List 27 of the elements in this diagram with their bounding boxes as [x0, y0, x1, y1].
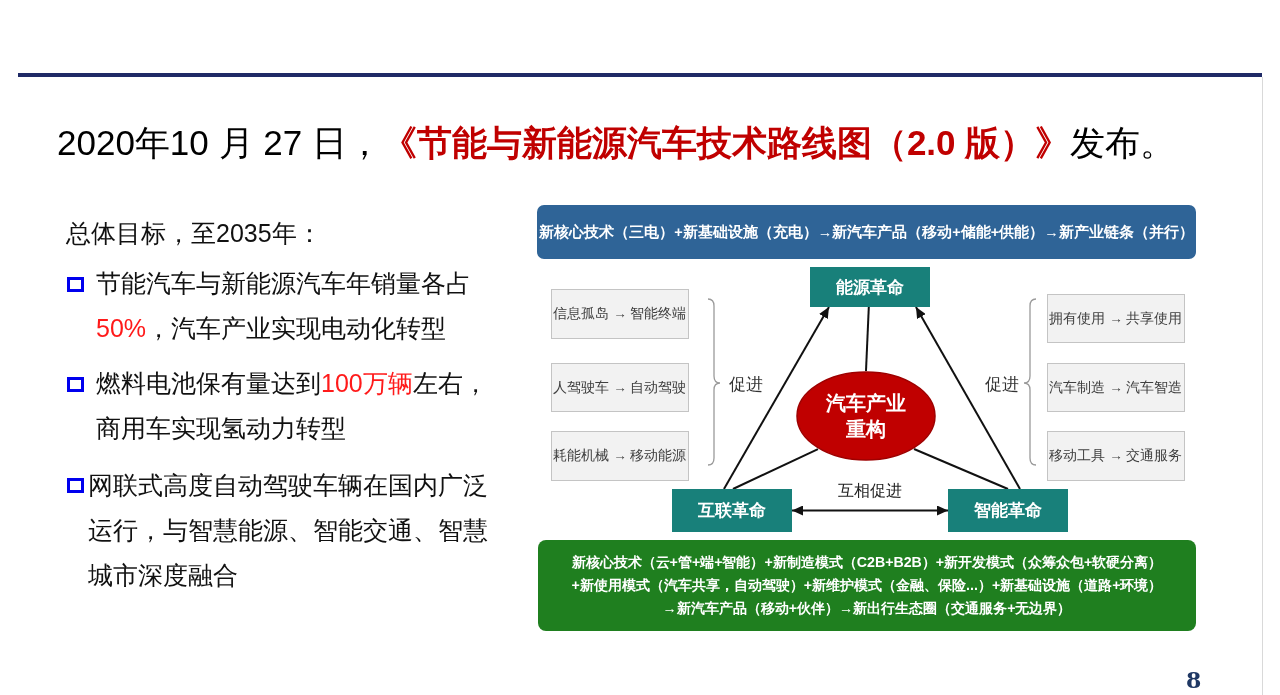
text-box: 信息孤岛 → 智能终端 — [551, 289, 689, 339]
arrow — [722, 306, 830, 490]
connector-line — [731, 448, 819, 490]
heading-text: 总体目标，至2035年： — [66, 218, 323, 249]
connector-line — [865, 306, 870, 372]
banner: 新核心技术（三电）+新基础设施（充电）→新汽车产品（移动+储能+供能）→新产业链条（并行） — [537, 205, 1196, 259]
banner: 新核心技术（云+管+端+智能）+新制造模式（C2B+B2B）+新开发模式（众筹众包+软硬分离）+新使用模式（汽车共享，自动驾驶）+新维护模式（金融、保险...）+新基础设施（道路+环境）→新汽车产品（移动+伙伴）→新出行生态圈（交通服务+无边界） — [538, 540, 1196, 631]
page-number: 8 — [1186, 667, 1202, 693]
text-box: 拥有使用 → 共享使用 — [1047, 294, 1185, 343]
arrow — [791, 505, 949, 516]
text-box: 人驾驶车 → 自动驾驶 — [551, 363, 689, 412]
ellipse: 汽车产业重构 — [796, 371, 936, 461]
connector-line — [913, 448, 1009, 490]
arrow — [914, 306, 1021, 490]
label-text: 促进 — [985, 374, 1019, 396]
text-box: 移动工具 → 交通服务 — [1047, 431, 1185, 481]
bullet-text: 燃料电池保有量达到100万辆左右，商用车实现氢动力转型 — [96, 368, 489, 444]
title: 2020年10 月 27 日，《节能与新能源汽车技术路线图（2.0 版）》发布。 — [57, 123, 1176, 163]
bullet-text: 节能汽车与新能源汽车年销量各占50%，汽车产业实现电动化转型 — [96, 268, 472, 344]
label-text: 促进 — [729, 374, 763, 396]
process-box: 智能革命 — [948, 489, 1068, 532]
text-box: 耗能机械 → 移动能源 — [551, 431, 689, 481]
bullet-text: 网联式高度自动驾驶车辆在国内广泛运行，与智慧能源、智能交通、智慧城市深度融合 — [88, 470, 489, 591]
edge-label: 互相促进 — [835, 479, 905, 502]
process-box: 能源革命 — [810, 267, 930, 307]
process-box: 互联革命 — [672, 489, 792, 532]
text-box: 汽车制造 → 汽车智造 — [1047, 363, 1185, 412]
